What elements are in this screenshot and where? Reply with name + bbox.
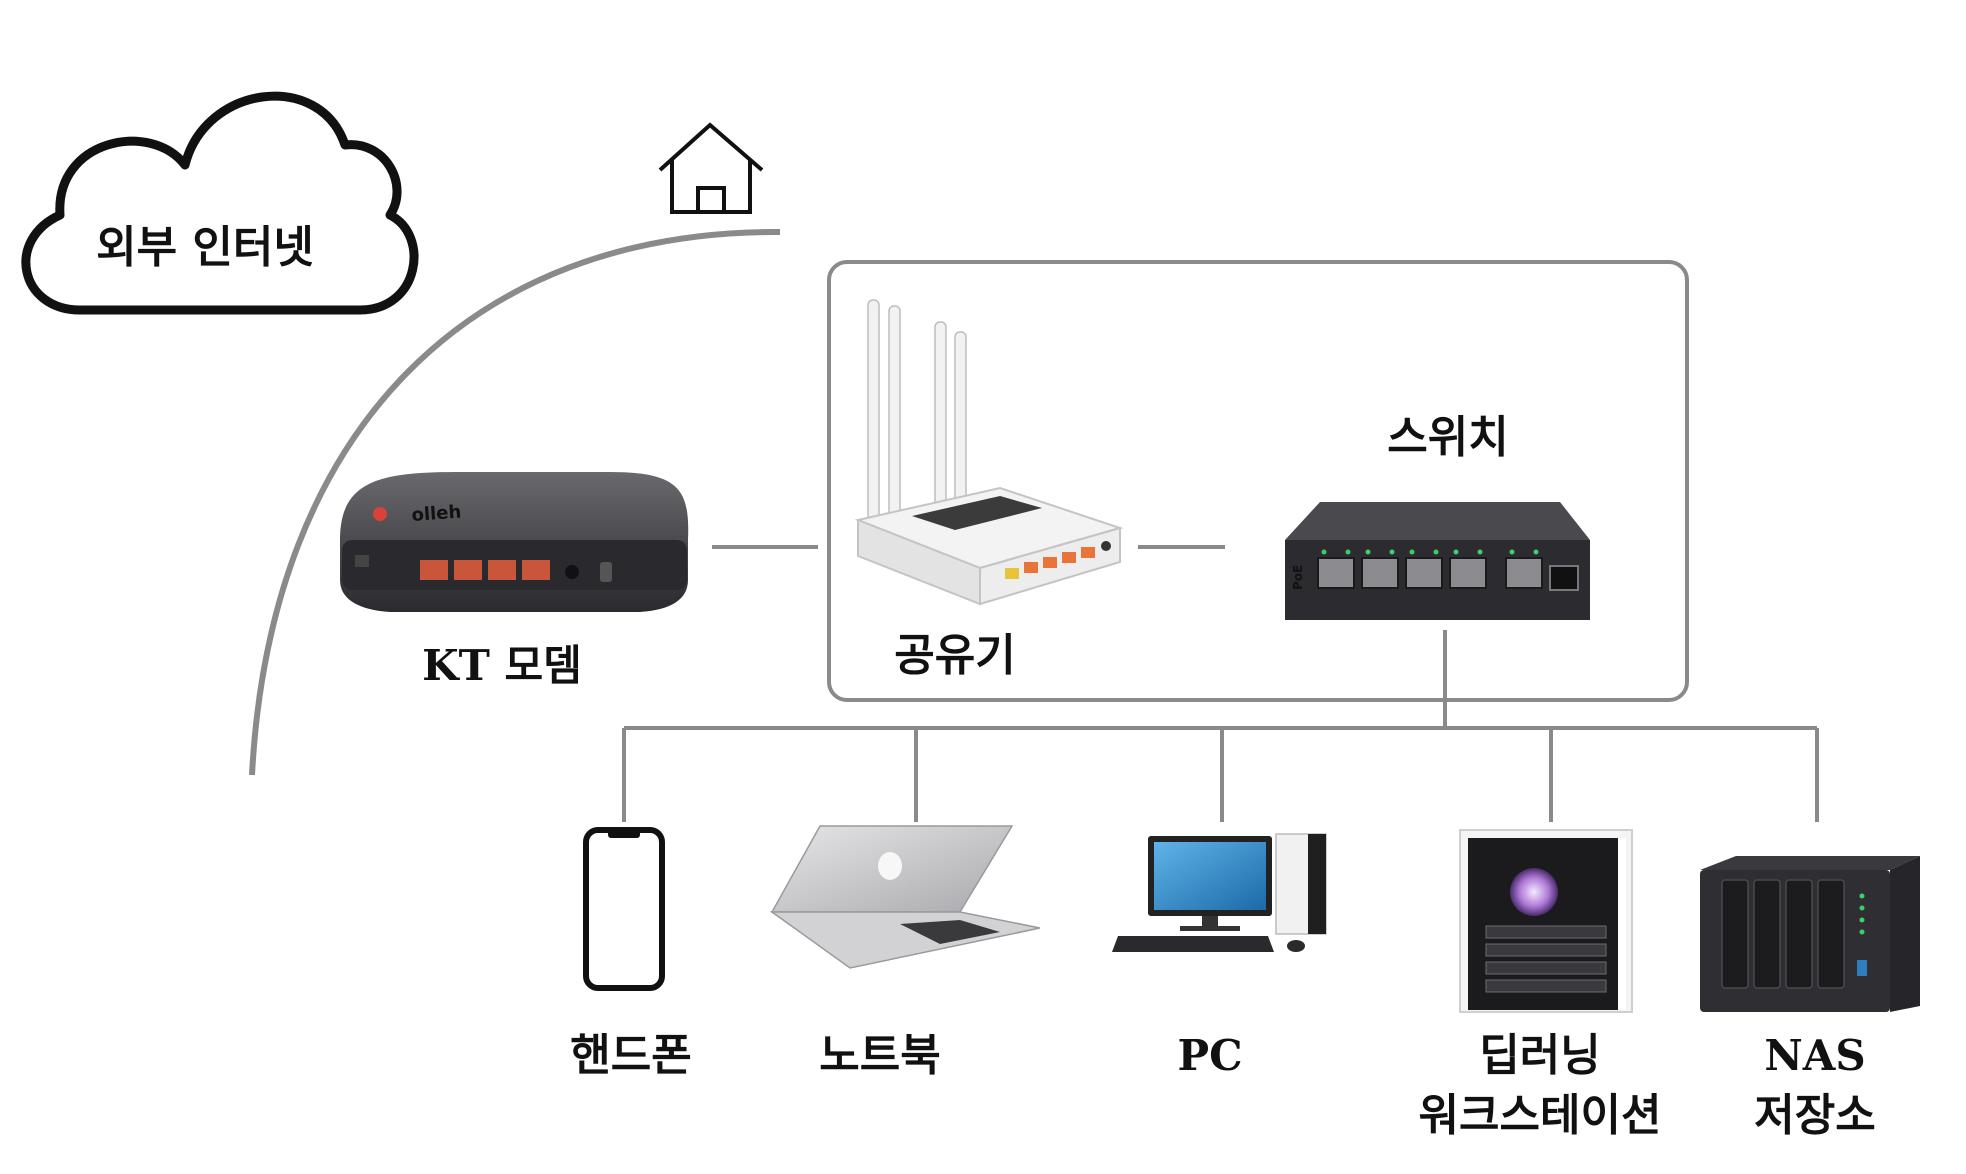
modem-label: KT 모뎀 xyxy=(422,641,582,690)
phone-icon xyxy=(583,827,665,991)
pc-tower-front xyxy=(1308,834,1326,934)
switch-poe-text: PoE xyxy=(1291,565,1305,590)
workstation-label-line2: 워크스테이션 xyxy=(1419,1090,1662,1141)
cpu-fan-icon xyxy=(1510,868,1558,916)
kt-modem: olleh KT 모뎀 xyxy=(340,472,689,690)
router-vent xyxy=(912,496,1042,530)
pc: PC xyxy=(1112,833,1327,1080)
workstation-front-stripe xyxy=(1618,838,1626,1010)
router-ports xyxy=(1005,541,1111,579)
switch-leds xyxy=(1321,549,1539,555)
nas-usb-port xyxy=(1857,960,1867,976)
pc-mouse xyxy=(1287,940,1305,952)
poe-switch: 스위치 PoE xyxy=(1285,412,1590,620)
cloud-label: 외부 인터넷 xyxy=(96,222,314,273)
router: 공유기 xyxy=(854,299,1124,681)
phone-label: 핸드폰 xyxy=(570,1030,691,1081)
laptop: 노트북 xyxy=(769,825,1041,1081)
nas-drive-bays xyxy=(1721,879,1845,989)
pc-label: PC xyxy=(1177,1031,1242,1080)
modem-brand: olleh xyxy=(411,502,462,526)
switch-top xyxy=(1285,502,1590,540)
nas-label-line1: NAS xyxy=(1764,1031,1865,1080)
nas-side xyxy=(1890,856,1920,1012)
olleh-logo-icon xyxy=(373,507,387,521)
laptop-base xyxy=(769,911,1041,969)
internet-cloud: 외부 인터넷 xyxy=(21,91,419,315)
phone-notch xyxy=(608,830,640,838)
switch-sfp-port xyxy=(1549,565,1579,591)
pc-screen xyxy=(1154,842,1266,910)
nas-leds xyxy=(1859,893,1865,935)
modem-ports xyxy=(355,555,612,582)
pc-keyboard xyxy=(1112,936,1274,952)
workstation-label-line1: 딥러닝 xyxy=(1479,1030,1600,1081)
laptop-keyboard xyxy=(900,920,1000,944)
router-label: 공유기 xyxy=(894,630,1015,681)
apple-logo-icon xyxy=(878,852,902,880)
home-boundary-arc xyxy=(249,228,781,776)
connection-lines xyxy=(622,545,1819,822)
house-icon xyxy=(658,122,764,214)
switch-ports xyxy=(1317,557,1543,589)
nas: NAS 저장소 xyxy=(1700,856,1920,1141)
pc-stand xyxy=(1202,916,1218,928)
home-network-frame xyxy=(827,260,1689,702)
nas-top xyxy=(1700,856,1920,870)
pc-stand-base xyxy=(1180,926,1240,931)
laptop-label: 노트북 xyxy=(819,1030,940,1081)
switch-label: 스위치 xyxy=(1387,412,1508,463)
cloud-icon xyxy=(21,91,419,315)
gpu-cards xyxy=(1485,925,1607,993)
nas-label-line2: 저장소 xyxy=(1754,1090,1875,1141)
deep-learning-workstation: 딥러닝 워크스테이션 xyxy=(1419,829,1662,1141)
phone: 핸드폰 xyxy=(570,827,692,1081)
